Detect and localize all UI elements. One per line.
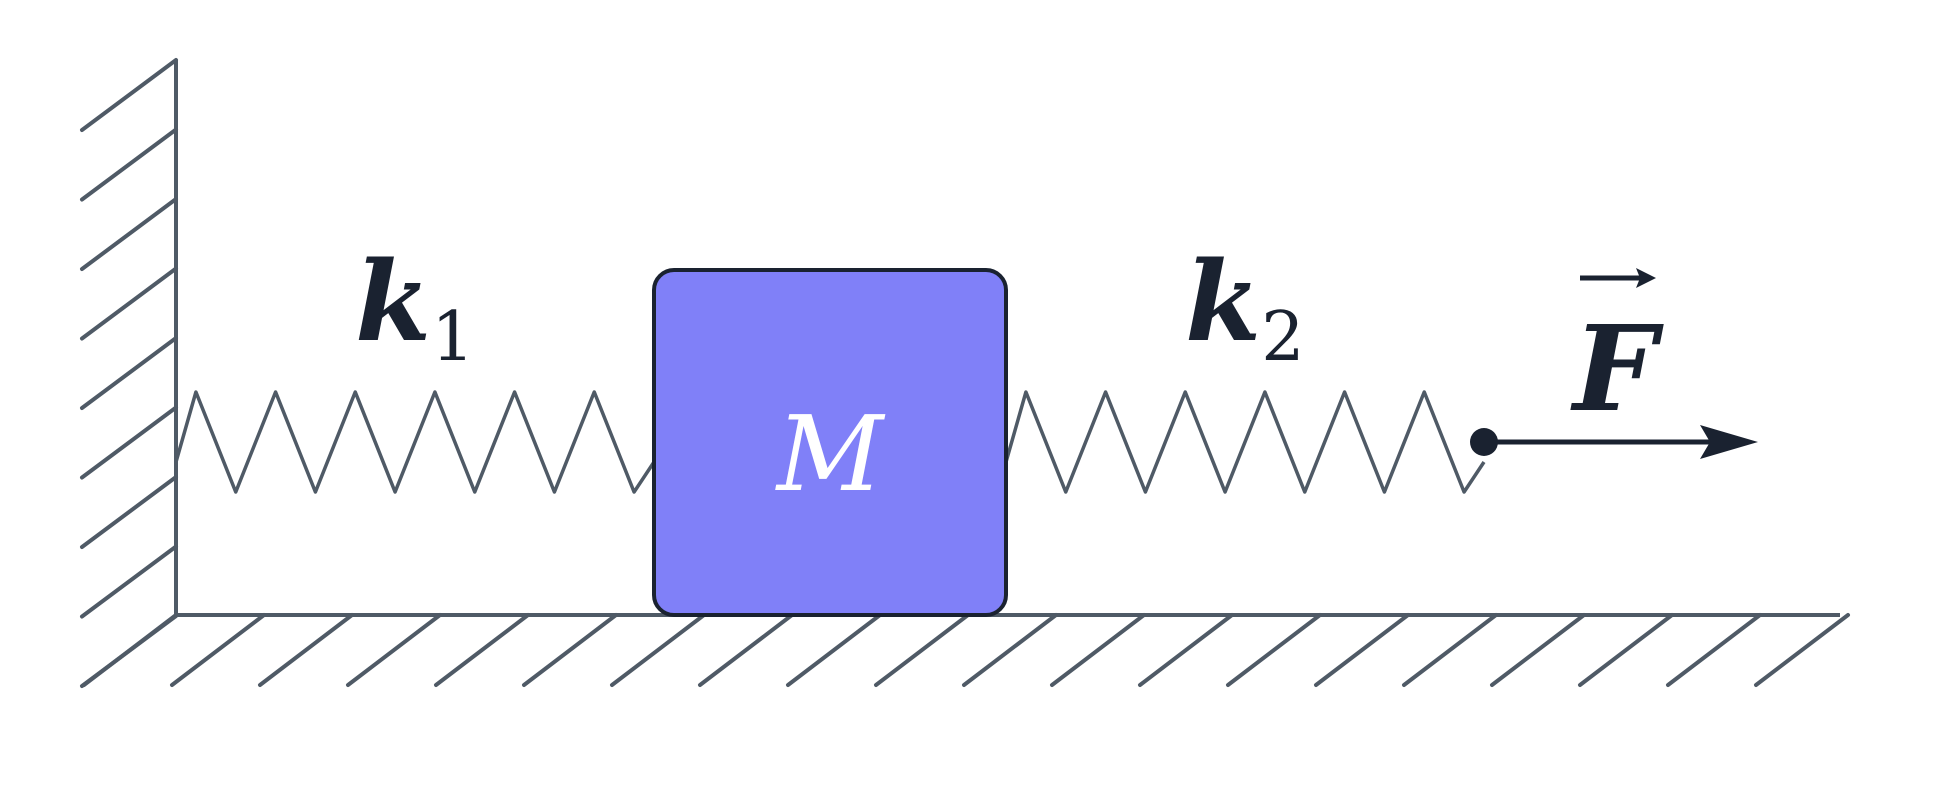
- floor-hatch-line: [1402, 613, 1498, 687]
- floor-hatch-line: [1490, 613, 1586, 687]
- spring-label-k2: k2: [1185, 237, 1304, 377]
- floor: [82, 613, 1850, 687]
- mass-block: M: [652, 268, 1008, 617]
- wall-hatch-line: [80, 475, 178, 549]
- floor-hatch-line: [698, 613, 794, 687]
- floor-hatch-line: [522, 613, 618, 687]
- floor-hatch-line: [610, 613, 706, 687]
- wall-hatch-line: [80, 127, 178, 202]
- wall-hatching: [80, 58, 178, 688]
- mass-label: M: [775, 393, 886, 515]
- spring-label-k1: k1: [355, 237, 474, 377]
- floor-hatch-line: [1314, 613, 1410, 687]
- floor-hatch-line: [1754, 613, 1850, 687]
- floor-hatch-line: [786, 613, 882, 687]
- wall-hatch-line: [80, 544, 178, 619]
- wall-hatch-line: [80, 336, 178, 410]
- wall-hatch-line: [80, 197, 178, 271]
- spring-k1: [174, 390, 656, 494]
- mass-rect: [652, 268, 1008, 617]
- floor-hatch-line: [258, 613, 354, 687]
- floor-hatch-line: [1226, 613, 1322, 687]
- floor-hatch-line: [1578, 613, 1674, 687]
- force-label: F: [1570, 299, 1664, 438]
- wall-hatch-line: [80, 58, 178, 132]
- floor-hatching: [82, 613, 1850, 687]
- floor-hatch-line: [962, 613, 1058, 687]
- wall-hatch-line: [80, 405, 178, 480]
- floor-hatch-line: [874, 613, 970, 687]
- force-vector-arrow-icon: [1580, 268, 1656, 288]
- floor-hatch-line: [1050, 613, 1146, 687]
- force-vector: F: [1470, 268, 1758, 459]
- floor-hatch-line: [1666, 613, 1762, 687]
- floor-hatch-line: [82, 613, 178, 687]
- floor-hatch-line: [346, 613, 442, 687]
- wall-hatch-line: [80, 266, 178, 341]
- wall: [80, 58, 178, 688]
- floor-hatch-line: [1138, 613, 1234, 687]
- floor-hatch-line: [434, 613, 530, 687]
- floor-hatch-line: [170, 613, 266, 687]
- force-arrow-head: [1700, 425, 1758, 459]
- spring-k2: [1004, 390, 1486, 494]
